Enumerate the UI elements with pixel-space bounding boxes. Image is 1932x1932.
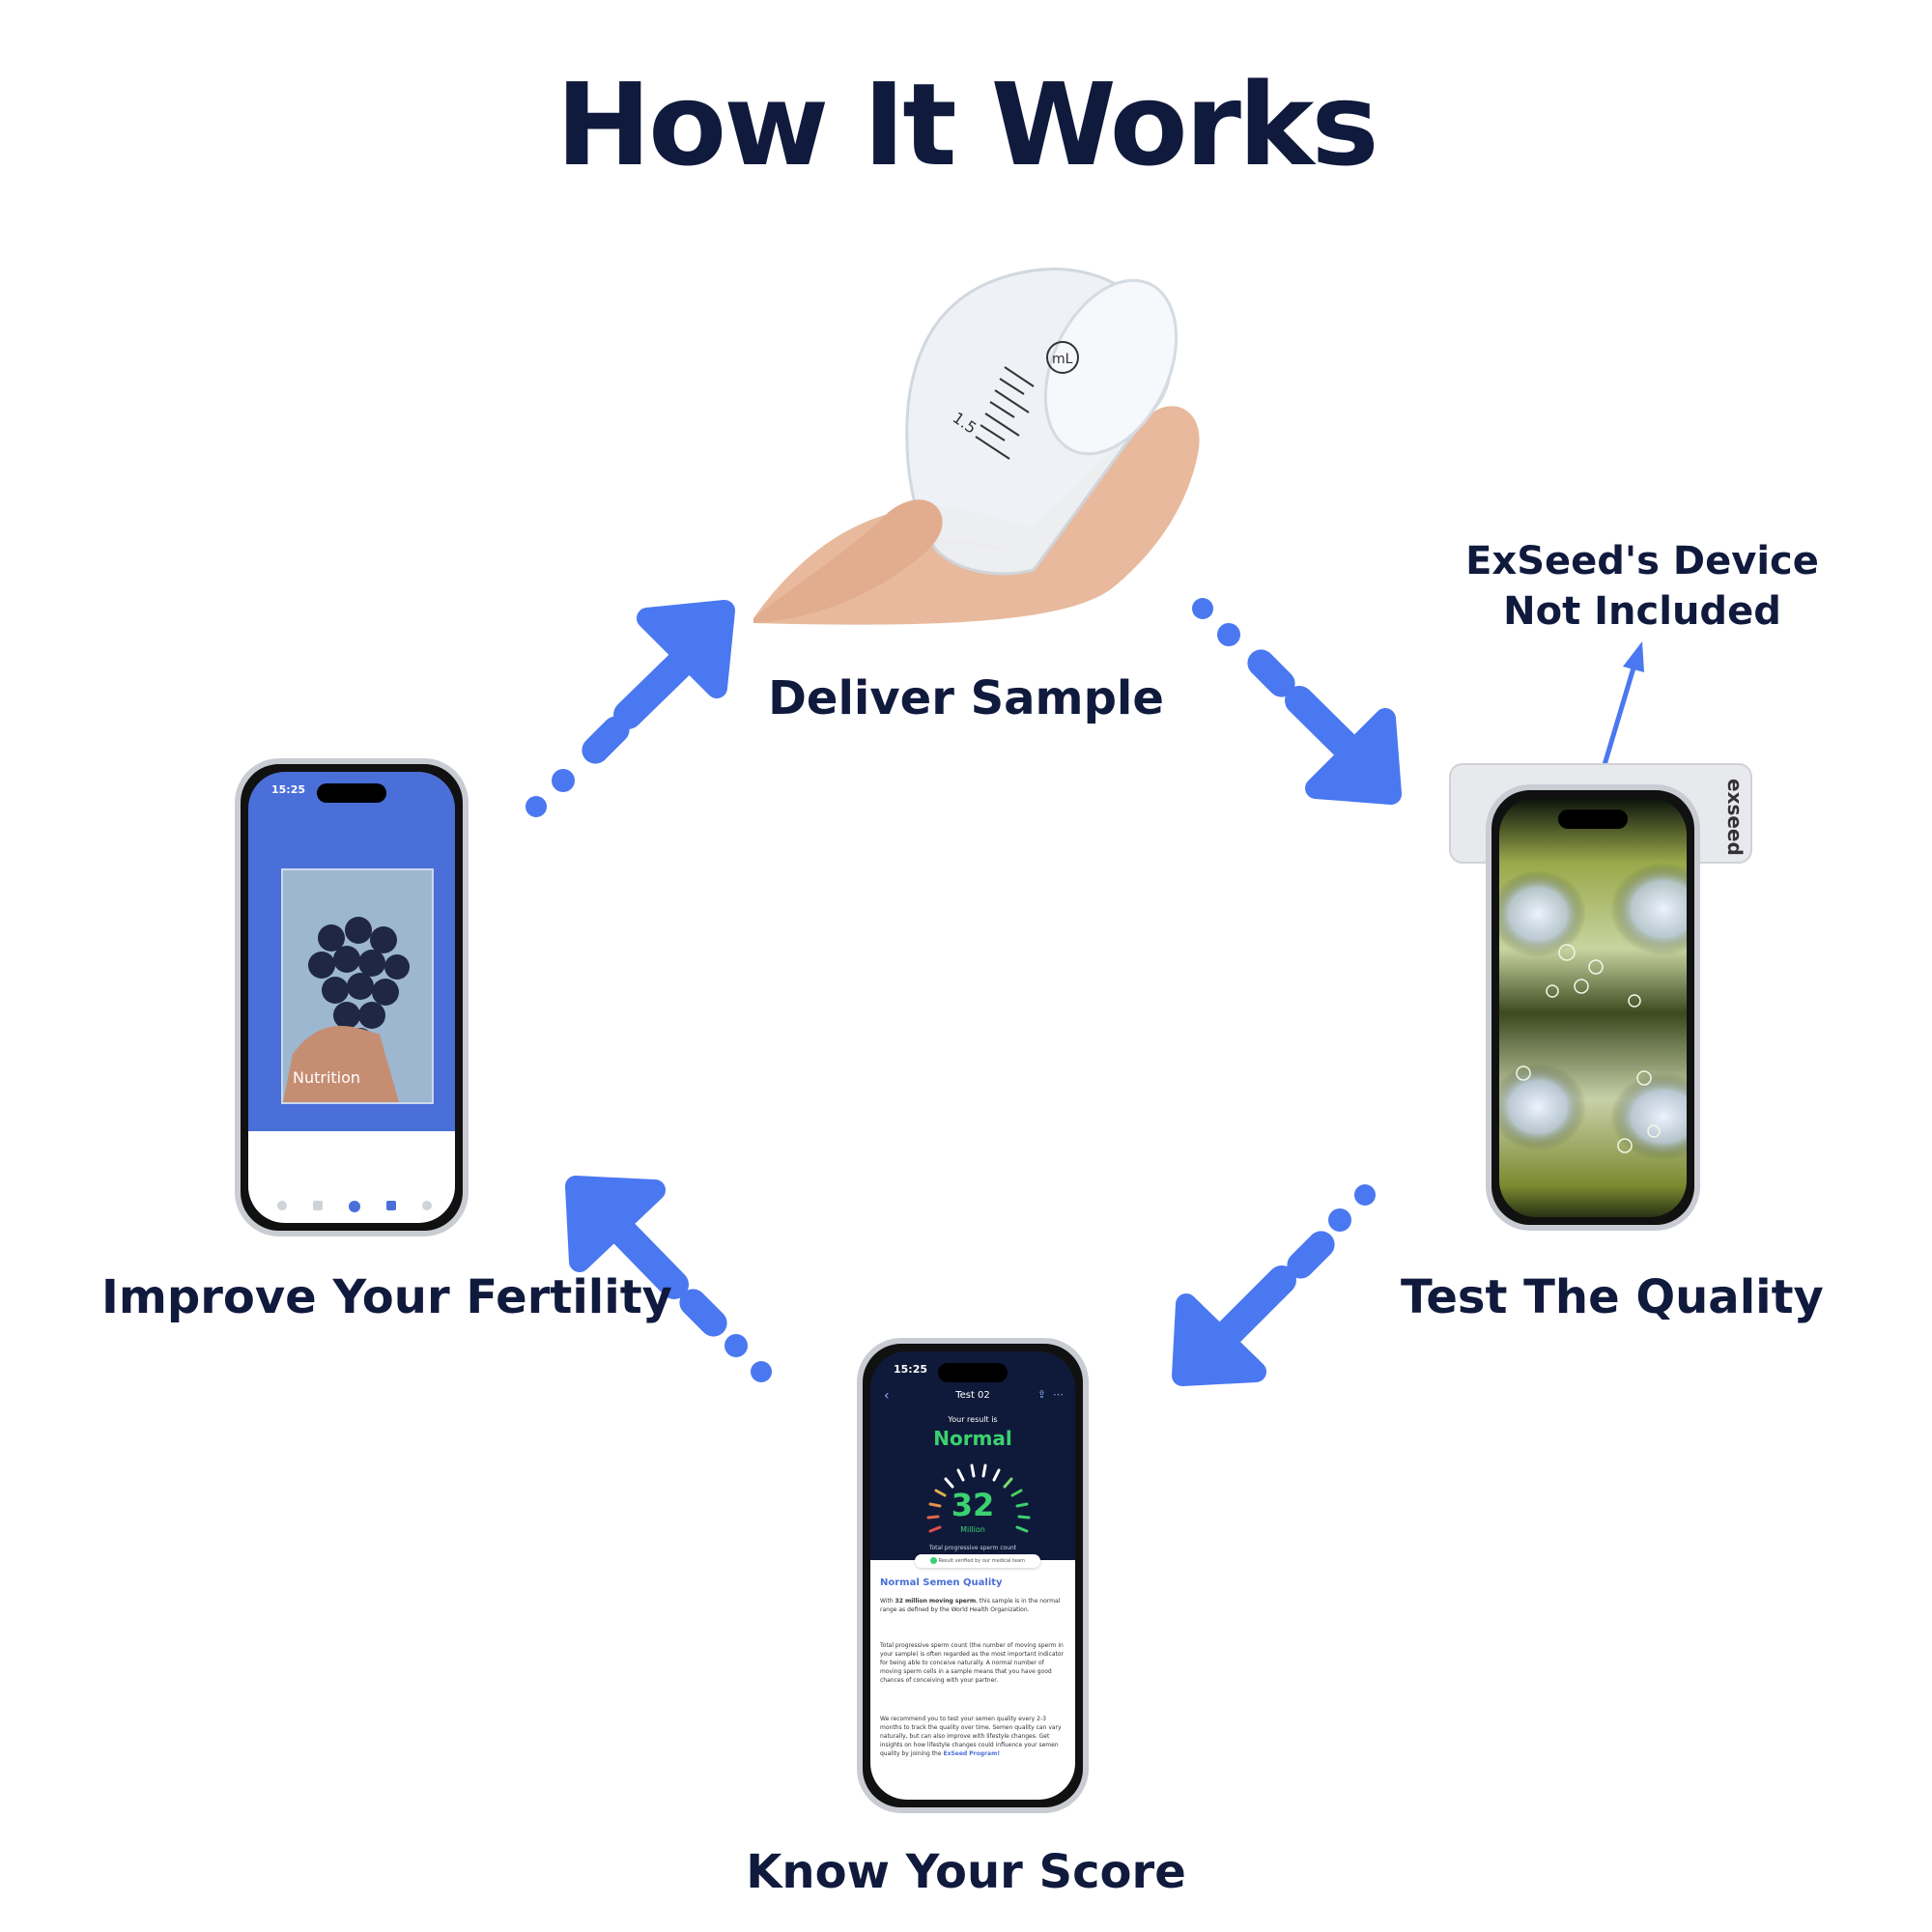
score-unit: Million: [960, 1525, 985, 1534]
exseed-program-link[interactable]: ExSeed Program!: [943, 1750, 1001, 1757]
arrow-score-to-improve: [565, 1176, 772, 1382]
para1-post: , this sample is in the normal range as …: [880, 1598, 1061, 1613]
sample-cup-illustration: 1.5 mL: [753, 268, 1200, 625]
arrow-test-to-score: [1172, 1184, 1376, 1386]
score-value: 32: [951, 1487, 995, 1523]
nutrition-card[interactable]: Nutrition: [281, 868, 434, 1104]
phone-notch: [938, 1363, 1008, 1382]
more-icon[interactable]: ⋯: [1053, 1388, 1064, 1401]
nav-help-icon[interactable]: [422, 1201, 432, 1210]
result-intro: Your result is: [948, 1415, 998, 1424]
result-paragraph-1: With 32 million moving sperm, this sampl…: [880, 1597, 1065, 1614]
page-title: How It Works: [555, 58, 1378, 191]
status-time: 15:25: [894, 1363, 928, 1376]
arrow-improve-to-deliver: [526, 600, 735, 817]
score-caption: Total progressive sperm count: [928, 1545, 1017, 1551]
score-gauge: [926, 1463, 1031, 1533]
step-label-improve: Improve Your Fertility: [101, 1270, 672, 1324]
step-label-test: Test The Quality: [1401, 1270, 1824, 1324]
nav-report-icon[interactable]: [313, 1201, 323, 1210]
para1-pre: With: [880, 1598, 895, 1605]
device-note-line1: ExSeed's Device: [1465, 539, 1819, 583]
nav-test-icon[interactable]: [349, 1201, 360, 1212]
device-pointer-arrow: [1598, 641, 1644, 779]
arrow-deliver-to-test: [1192, 598, 1402, 805]
phone-notch: [1558, 810, 1628, 829]
result-status: Normal: [933, 1427, 1012, 1450]
status-time: 15:25: [271, 783, 306, 796]
phone-notch: [317, 783, 386, 803]
microscope-view: [1499, 798, 1687, 1217]
check-icon: [930, 1557, 938, 1564]
screen-header: Test 02: [955, 1390, 990, 1401]
step-label-score-text: Know Your Score: [746, 1845, 1186, 1899]
grapes-image: [283, 870, 432, 1102]
device-brand: exseed: [1723, 779, 1747, 856]
result-paragraph-2: Total progressive sperm count (the numbe…: [880, 1642, 1065, 1684]
nutrition-card-label: Nutrition: [293, 1068, 361, 1087]
step-label-deliver: Deliver Sample: [0, 671, 1932, 725]
test-phone: [1486, 784, 1700, 1231]
device-note: ExSeed's Device Not Included: [1449, 536, 1835, 637]
verified-badge: Result verified by our medical team: [915, 1554, 1040, 1568]
step-label-deliver-text: Deliver Sample: [768, 671, 1164, 725]
bottom-nav: [248, 1131, 455, 1223]
result-details: Result verified by our medical team Norm…: [870, 1554, 1075, 1800]
para3-text: We recommend you to test your semen qual…: [880, 1716, 1062, 1757]
section-title: Normal Semen Quality: [880, 1577, 1003, 1588]
score-phone: 15:25 ‹ Test 02 ⇪ ⋯ Your result is Norma…: [857, 1338, 1089, 1813]
nav-home-icon[interactable]: [277, 1201, 287, 1210]
back-chevron-icon[interactable]: ‹: [884, 1388, 890, 1404]
verified-text: Result verified by our medical team: [938, 1558, 1025, 1564]
improve-phone: 15:25 Nutrition: [235, 758, 469, 1236]
share-icon[interactable]: ⇪: [1037, 1388, 1046, 1401]
nav-learn-icon[interactable]: [386, 1201, 396, 1210]
device-note-line2: Not Included: [1503, 589, 1781, 634]
para1-bold: 32 million moving sperm: [895, 1598, 977, 1605]
result-paragraph-3: We recommend you to test your semen qual…: [880, 1715, 1065, 1758]
step-label-score: Know Your Score: [0, 1845, 1932, 1899]
cup-unit: mL: [1052, 352, 1073, 367]
